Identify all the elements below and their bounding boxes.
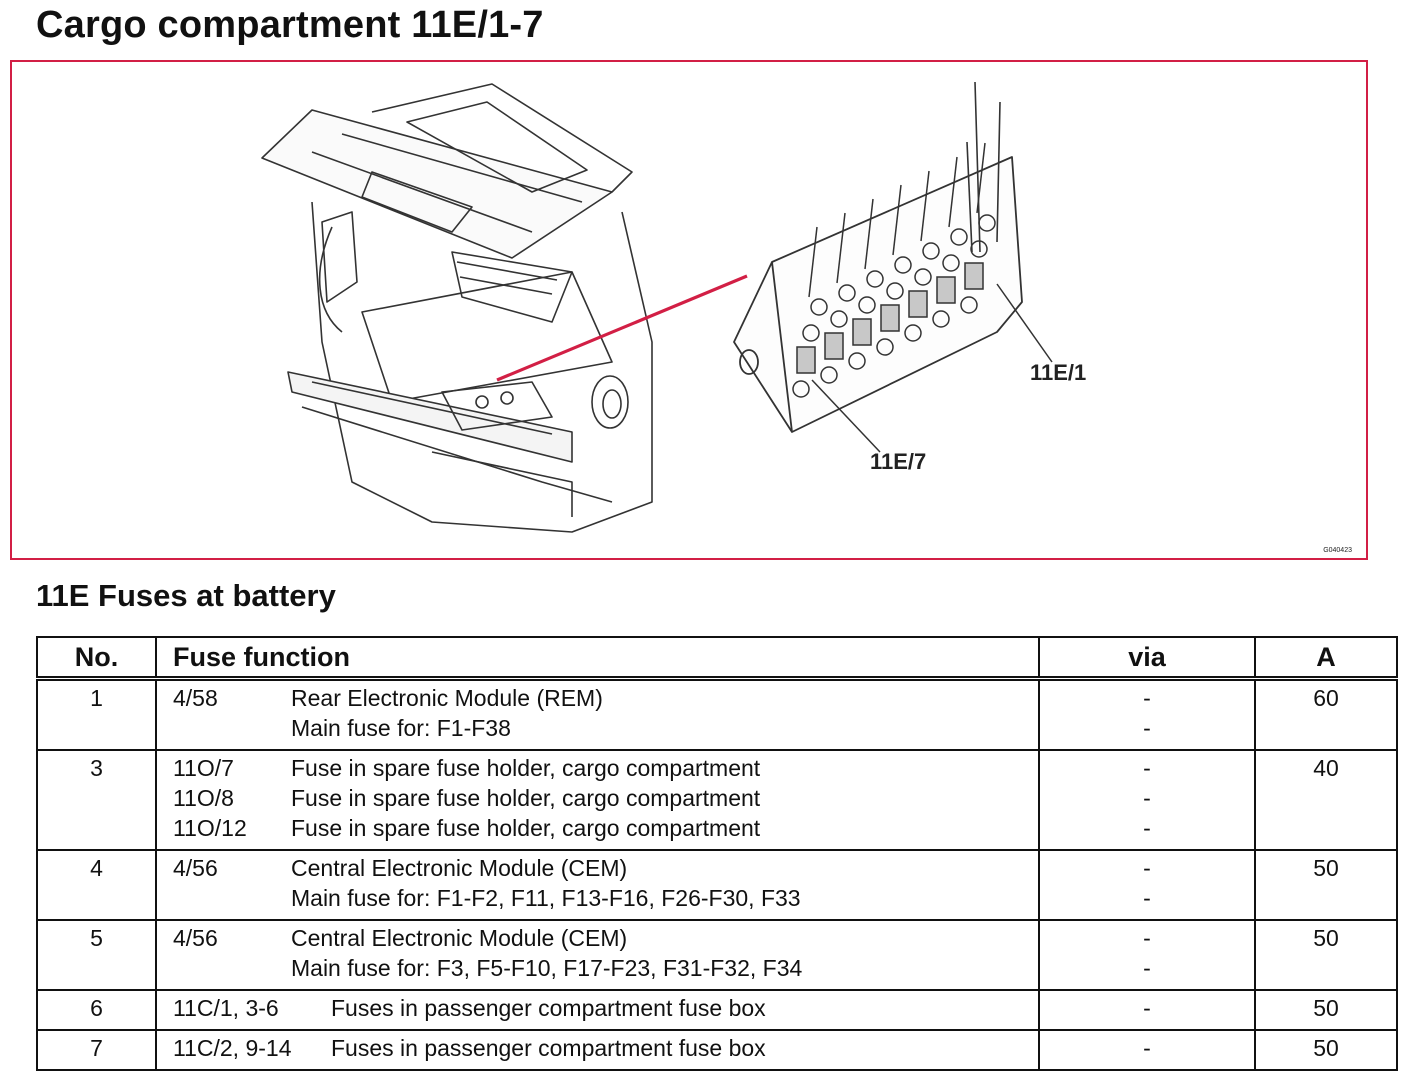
function-line: 11C/2, 9-14 Fuses in passenger compartmen… — [173, 1033, 1038, 1063]
fuse-description: Fuse in spare fuse holder, cargo compart… — [291, 785, 761, 811]
fuse-description: Main fuse for: F3, F5-F10, F17-F23, F31-… — [291, 955, 803, 981]
fuse-amperage: 40 — [1313, 755, 1339, 781]
callout-11e-1: 11E/1 — [1030, 360, 1087, 385]
table-row: 4 4/56 Central Electronic Module (CEM) Main… — [36, 849, 1398, 921]
cell-no: 7 — [36, 1029, 157, 1071]
table-row: 7 11C/2, 9-14 Fuses in passenger compartme… — [36, 1029, 1398, 1071]
cargo-compartment-drawing — [261, 81, 1053, 533]
cell-amp: 50 — [1254, 989, 1398, 1031]
function-line: Main fuse for: F3, F5-F10, F17-F23, F31-… — [173, 953, 1038, 983]
fuse-table: No. Fuse function via A 1 4/58 Rear Electr… — [36, 636, 1398, 1071]
cell-amp: 50 — [1254, 1029, 1398, 1071]
cell-fuse-function: 11C/2, 9-14 Fuses in passenger compartmen… — [155, 1029, 1040, 1071]
page-title: Cargo compartment 11E/1-7 — [36, 4, 544, 46]
via-value: - — [1143, 955, 1151, 981]
fuse-description: Main fuse for: F1-F2, F11, F13-F16, F26-… — [291, 885, 801, 911]
via-value: - — [1143, 715, 1151, 741]
fuse-description: Rear Electronic Module (REM) — [291, 685, 603, 711]
diagram-figure: G040423 — [10, 60, 1368, 560]
via-value: - — [1143, 855, 1151, 881]
fuse-number: 3 — [90, 755, 103, 781]
fuse-description: Fuse in spare fuse holder, cargo compart… — [291, 815, 761, 841]
function-line: 11O/7 Fuse in spare fuse holder, cargo co… — [173, 753, 1038, 783]
function-line: 4/56 Central Electronic Module (CEM) — [173, 853, 1038, 883]
fuse-description: Central Electronic Module (CEM) — [291, 855, 628, 881]
fuse-description: Central Electronic Module (CEM) — [291, 925, 628, 951]
function-line: 4/58 Rear Electronic Module (REM) — [173, 683, 1038, 713]
fuse-amperage: 60 — [1313, 685, 1339, 711]
cell-via: - — [1038, 989, 1256, 1031]
function-line: 11C/1, 3-6 Fuses in passenger compartment… — [173, 993, 1038, 1023]
via-value: - — [1143, 785, 1151, 811]
location-connector-line — [496, 274, 748, 382]
cell-fuse-function: 4/58 Rear Electronic Module (REM) Main fus… — [155, 677, 1040, 751]
cell-fuse-function: 11C/1, 3-6 Fuses in passenger compartment… — [155, 989, 1040, 1031]
via-value: - — [1143, 815, 1151, 841]
fuse-code: 11O/8 — [173, 785, 234, 811]
cell-amp: 50 — [1254, 919, 1398, 991]
cell-no: 1 — [36, 677, 157, 751]
fuse-code: 11O/12 — [173, 815, 247, 841]
cell-via: - - - — [1038, 749, 1256, 851]
header-no: No. — [36, 636, 157, 681]
table-row: 1 4/58 Rear Electronic Module (REM) Main fu… — [36, 677, 1398, 751]
table-row: 6 11C/1, 3-6 Fuses in passenger compartmen… — [36, 989, 1398, 1031]
cell-fuse-function: 4/56 Central Electronic Module (CEM) Main … — [155, 849, 1040, 921]
cell-via: -- — [1038, 677, 1256, 751]
function-line: Main fuse for: F1-F38 — [173, 713, 1038, 743]
header-fuse-function: Fuse function — [155, 636, 1040, 681]
cell-no: 4 — [36, 849, 157, 921]
section-title: 11E Fuses at battery — [36, 578, 336, 613]
fuse-code: 4/58 — [173, 685, 218, 711]
fuse-description: Main fuse for: F1-F38 — [291, 715, 511, 741]
fuse-number: 4 — [90, 855, 103, 881]
cell-via: - — [1038, 1029, 1256, 1071]
via-value: - — [1143, 685, 1151, 711]
fuse-amperage: 50 — [1313, 995, 1339, 1021]
cell-amp: 60 — [1254, 677, 1398, 751]
callout-11e-7: 11E/7 — [870, 449, 927, 474]
table-row: 5 4/56 Central Electronic Module (CEM) Main… — [36, 919, 1398, 991]
figure-code: G040423 — [1323, 547, 1352, 554]
cell-no: 6 — [36, 989, 157, 1031]
table-header-row: No. Fuse function via A — [36, 636, 1398, 681]
fuse-number: 6 — [90, 995, 103, 1021]
cell-via: -- — [1038, 919, 1256, 991]
cell-amp: 40 — [1254, 749, 1398, 851]
fuse-code: 11C/1, 3-6 — [173, 995, 279, 1021]
cell-amp: 50 — [1254, 849, 1398, 921]
fuse-number: 7 — [90, 1035, 103, 1061]
header-via: via — [1038, 636, 1256, 681]
fuse-code: 4/56 — [173, 855, 218, 881]
via-value: - — [1143, 1035, 1151, 1061]
function-line: 4/56 Central Electronic Module (CEM) — [173, 923, 1038, 953]
via-value: - — [1143, 925, 1151, 951]
function-line: 11O/12 Fuse in spare fuse holder, cargo c… — [173, 813, 1038, 843]
function-line: Main fuse for: F1-F2, F11, F13-F16, F26-… — [173, 883, 1038, 913]
fuse-description: Fuse in spare fuse holder, cargo compart… — [291, 755, 761, 781]
fuse-number: 1 — [90, 685, 103, 711]
header-amp: A — [1254, 636, 1398, 681]
fuse-amperage: 50 — [1313, 1035, 1339, 1061]
via-value: - — [1143, 995, 1151, 1021]
fuse-amperage: 50 — [1313, 925, 1339, 951]
cell-via: -- — [1038, 849, 1256, 921]
fuse-code: 11O/7 — [173, 755, 234, 781]
via-value: - — [1143, 755, 1151, 781]
fuse-number: 5 — [90, 925, 103, 951]
cell-no: 5 — [36, 919, 157, 991]
fuse-description: Fuses in passenger compartment fuse box — [331, 1035, 766, 1061]
fuse-amperage: 50 — [1313, 855, 1339, 881]
fuse-code: 4/56 — [173, 925, 218, 951]
cell-fuse-function: 4/56 Central Electronic Module (CEM) Main … — [155, 919, 1040, 991]
function-line: 11O/8 Fuse in spare fuse holder, cargo co… — [173, 783, 1038, 813]
cell-no: 3 — [36, 749, 157, 851]
fuse-code: 11C/2, 9-14 — [173, 1035, 292, 1061]
via-value: - — [1143, 885, 1151, 911]
fuse-description: Fuses in passenger compartment fuse box — [331, 995, 766, 1021]
fuse-table-body: 1 4/58 Rear Electronic Module (REM) Main fu… — [36, 677, 1398, 1071]
